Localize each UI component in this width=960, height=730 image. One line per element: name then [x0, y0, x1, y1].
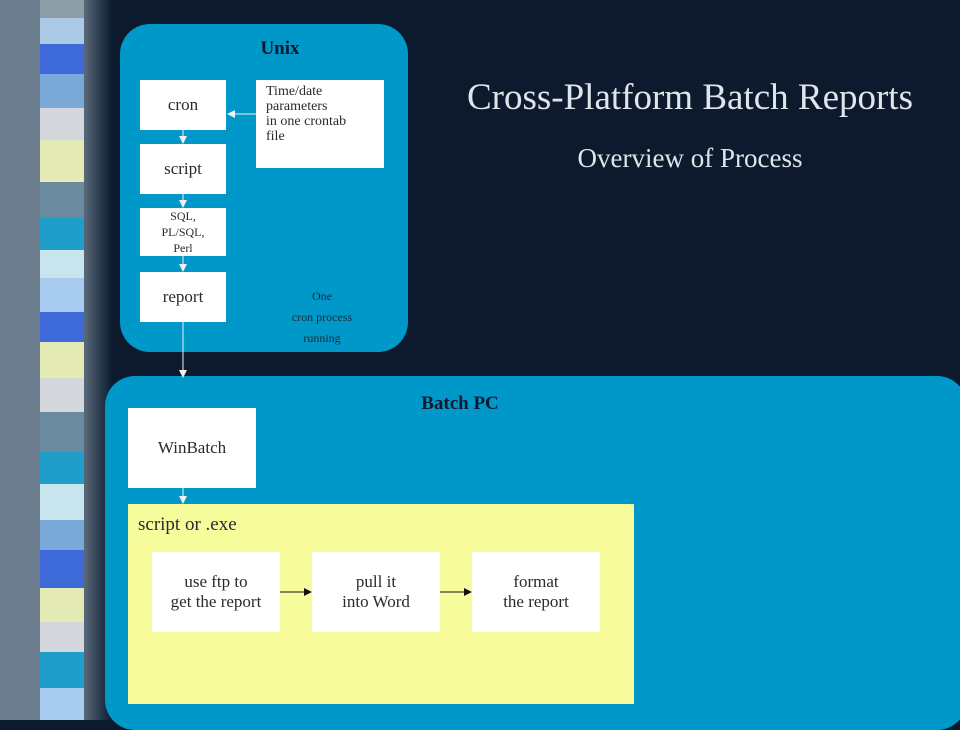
- cron-box: cron: [140, 80, 226, 130]
- unix-panel-title: Unix: [260, 38, 300, 59]
- report-label: report: [162, 287, 204, 306]
- sql-box: SQL, PL/SQL, Perl: [140, 208, 226, 256]
- format-step-label: format the report: [503, 572, 569, 611]
- batch-pc-panel-title: Batch PC: [421, 393, 499, 414]
- word-step-label: pull it into Word: [342, 572, 410, 611]
- slide-title: Cross-Platform Batch Reports: [466, 77, 913, 118]
- sql-label: SQL, PL/SQL, Perl: [161, 209, 205, 255]
- cron-label: cron: [167, 95, 199, 114]
- slide-subtitle: Overview of Process: [577, 143, 803, 173]
- crontab-params-label: Time/date parameters in one crontab file: [266, 84, 347, 144]
- report-box: report: [140, 272, 226, 322]
- decorative-left-strip: [0, 0, 112, 720]
- script-box: script: [140, 144, 226, 194]
- ftp-step-label: use ftp to get the report: [170, 572, 262, 611]
- winbatch-box: WinBatch: [128, 408, 256, 488]
- winbatch-label: WinBatch: [157, 438, 227, 457]
- crontab-params-box: Time/date parameters in one crontab file: [256, 80, 384, 168]
- script-label: script: [164, 159, 202, 178]
- cron-process-note: One cron process running: [291, 289, 353, 345]
- word-step-box: pull it into Word: [312, 552, 440, 632]
- ftp-step-box: use ftp to get the report: [152, 552, 280, 632]
- script-area-label: script or .exe: [138, 514, 237, 535]
- format-step-box: format the report: [472, 552, 600, 632]
